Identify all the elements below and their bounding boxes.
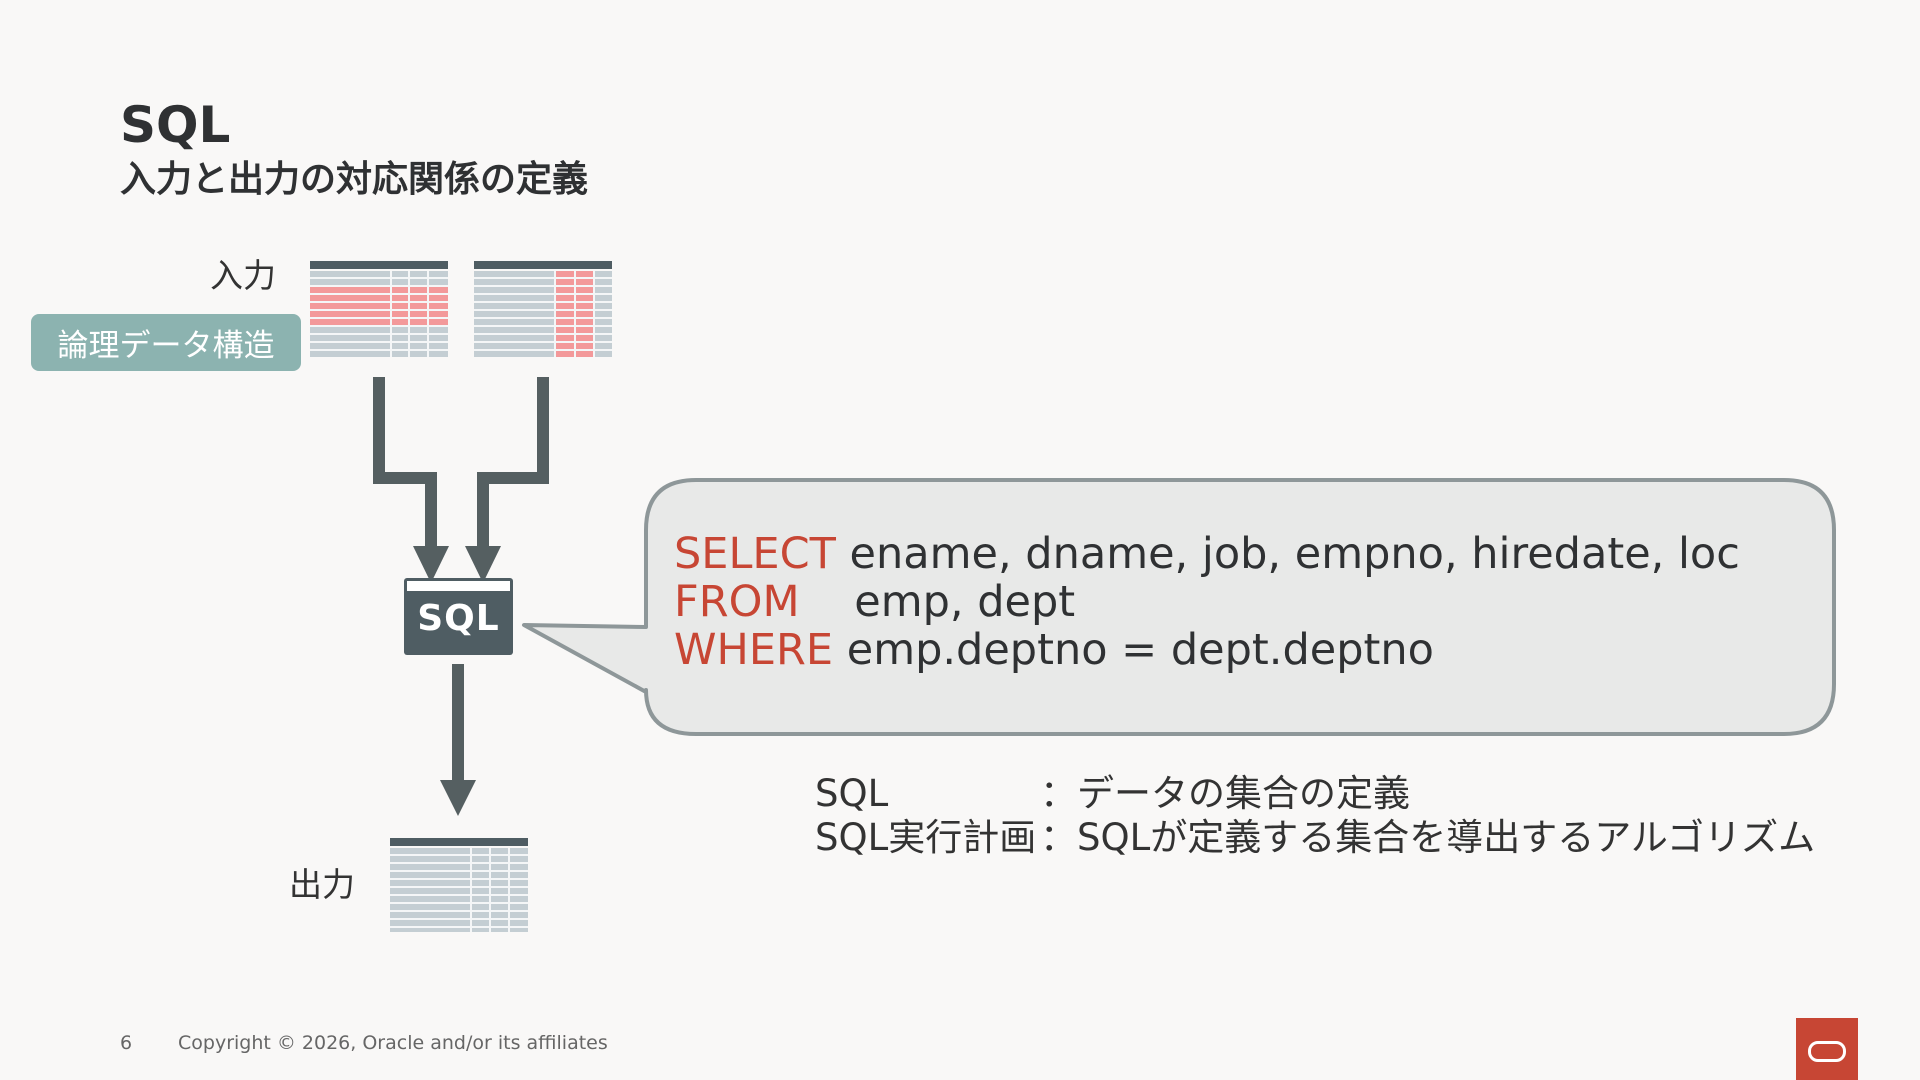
logical-structure-badge: 論理データ構造 bbox=[31, 314, 301, 371]
copyright: Copyright © 2026, Oracle and/or its affi… bbox=[178, 1032, 608, 1054]
definition-row: SQL ：データの集合の定義 bbox=[815, 772, 1815, 816]
sql-box: SQL bbox=[404, 578, 513, 655]
sql-box-header bbox=[407, 581, 510, 591]
sql-speech-bubble bbox=[522, 478, 1836, 736]
definition-description: ：データの集合の定義 bbox=[1040, 772, 1410, 815]
output-table bbox=[390, 838, 528, 932]
sql-box-label: SQL bbox=[417, 598, 500, 639]
select-line: SELECT ename, dname, job, empno, hiredat… bbox=[674, 530, 1740, 578]
where-keyword: WHERE bbox=[674, 625, 834, 675]
arrow-right bbox=[477, 377, 549, 548]
definition-description: ：SQLが定義する集合を導出するアルゴリズム bbox=[1040, 816, 1816, 859]
definition-term: SQL実行計画 bbox=[815, 816, 1037, 859]
where-line: WHERE emp.deptno = dept.deptno bbox=[674, 626, 1740, 674]
from-keyword: FROM bbox=[674, 577, 800, 627]
input-label: 入力 bbox=[210, 256, 276, 295]
input-table-2 bbox=[474, 261, 612, 357]
output-label: 出力 bbox=[289, 865, 355, 904]
where-condition: emp.deptno = dept.deptno bbox=[833, 625, 1434, 675]
definitions: SQL ：データの集合の定義 SQL実行計画：SQLが定義する集合を導出するアルゴ… bbox=[815, 772, 1815, 860]
arrow-left bbox=[373, 377, 437, 548]
from-tables: emp, dept bbox=[799, 577, 1076, 627]
definition-term: SQL bbox=[815, 772, 889, 815]
select-keyword: SELECT bbox=[674, 529, 836, 579]
definition-row: SQL実行計画：SQLが定義する集合を導出するアルゴリズム bbox=[815, 816, 1815, 860]
sql-query: SELECT ename, dname, job, empno, hiredat… bbox=[674, 530, 1740, 674]
input-table-1 bbox=[310, 261, 448, 357]
page-number: 6 bbox=[120, 1032, 133, 1054]
oracle-logo-icon bbox=[1808, 1041, 1846, 1062]
slide-subtitle: 入力と出力の対応関係の定義 bbox=[120, 159, 589, 200]
from-line: FROM emp, dept bbox=[674, 578, 1740, 626]
select-columns: ename, dname, job, empno, hiredate, loc bbox=[835, 529, 1740, 579]
slide-title: SQL bbox=[120, 96, 231, 154]
oracle-logo bbox=[1796, 1018, 1858, 1080]
